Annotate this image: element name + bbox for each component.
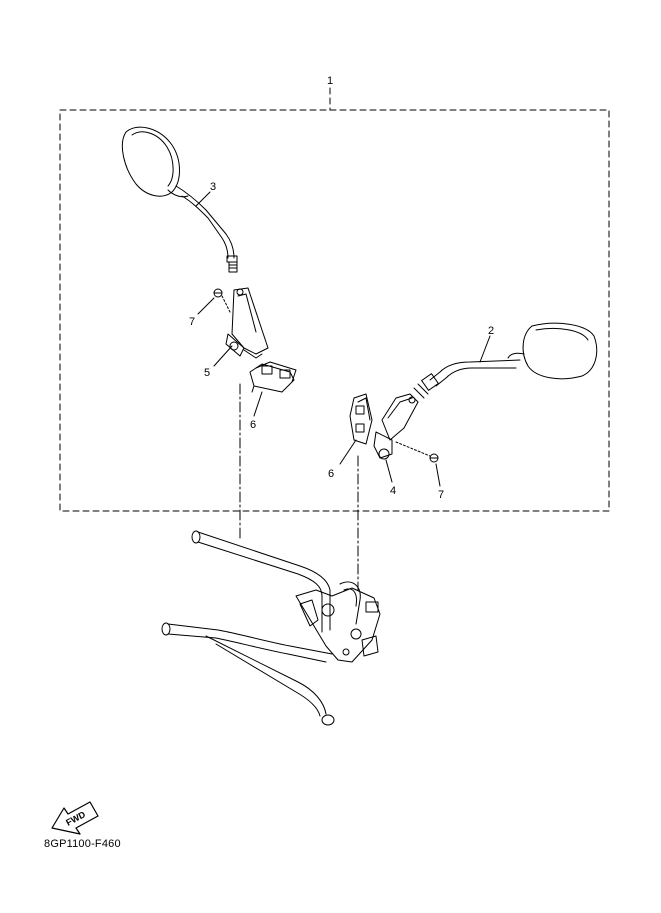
leader-7a xyxy=(197,297,215,315)
callout-4: 4 xyxy=(390,485,396,497)
callout-5: 5 xyxy=(204,367,210,379)
leader-4 xyxy=(385,459,393,483)
left-bracket-assembly xyxy=(213,287,297,393)
assembly-boundary-box xyxy=(59,109,610,512)
leader-6a xyxy=(253,391,263,417)
callout-6-right: 6 xyxy=(328,468,334,480)
leader-2 xyxy=(479,335,491,363)
diagram-code: 8GP1100-F460 xyxy=(44,838,121,850)
callout-3: 3 xyxy=(210,181,216,193)
fwd-arrow-icon: FWD xyxy=(51,801,99,835)
right-mirror xyxy=(413,322,598,399)
callout-6-left: 6 xyxy=(250,419,256,431)
mirror-stay-frame xyxy=(161,530,381,726)
right-bracket-assembly xyxy=(349,393,439,463)
callout-2: 2 xyxy=(488,325,494,337)
callout-7-left: 7 xyxy=(189,316,195,328)
leader-3 xyxy=(195,191,211,207)
leader-5 xyxy=(213,345,233,367)
leader-6b xyxy=(339,439,357,465)
leader-7b xyxy=(435,463,441,487)
left-mirror xyxy=(121,126,238,273)
callout-1: 1 xyxy=(327,75,333,87)
callout-7-right: 7 xyxy=(438,489,444,501)
